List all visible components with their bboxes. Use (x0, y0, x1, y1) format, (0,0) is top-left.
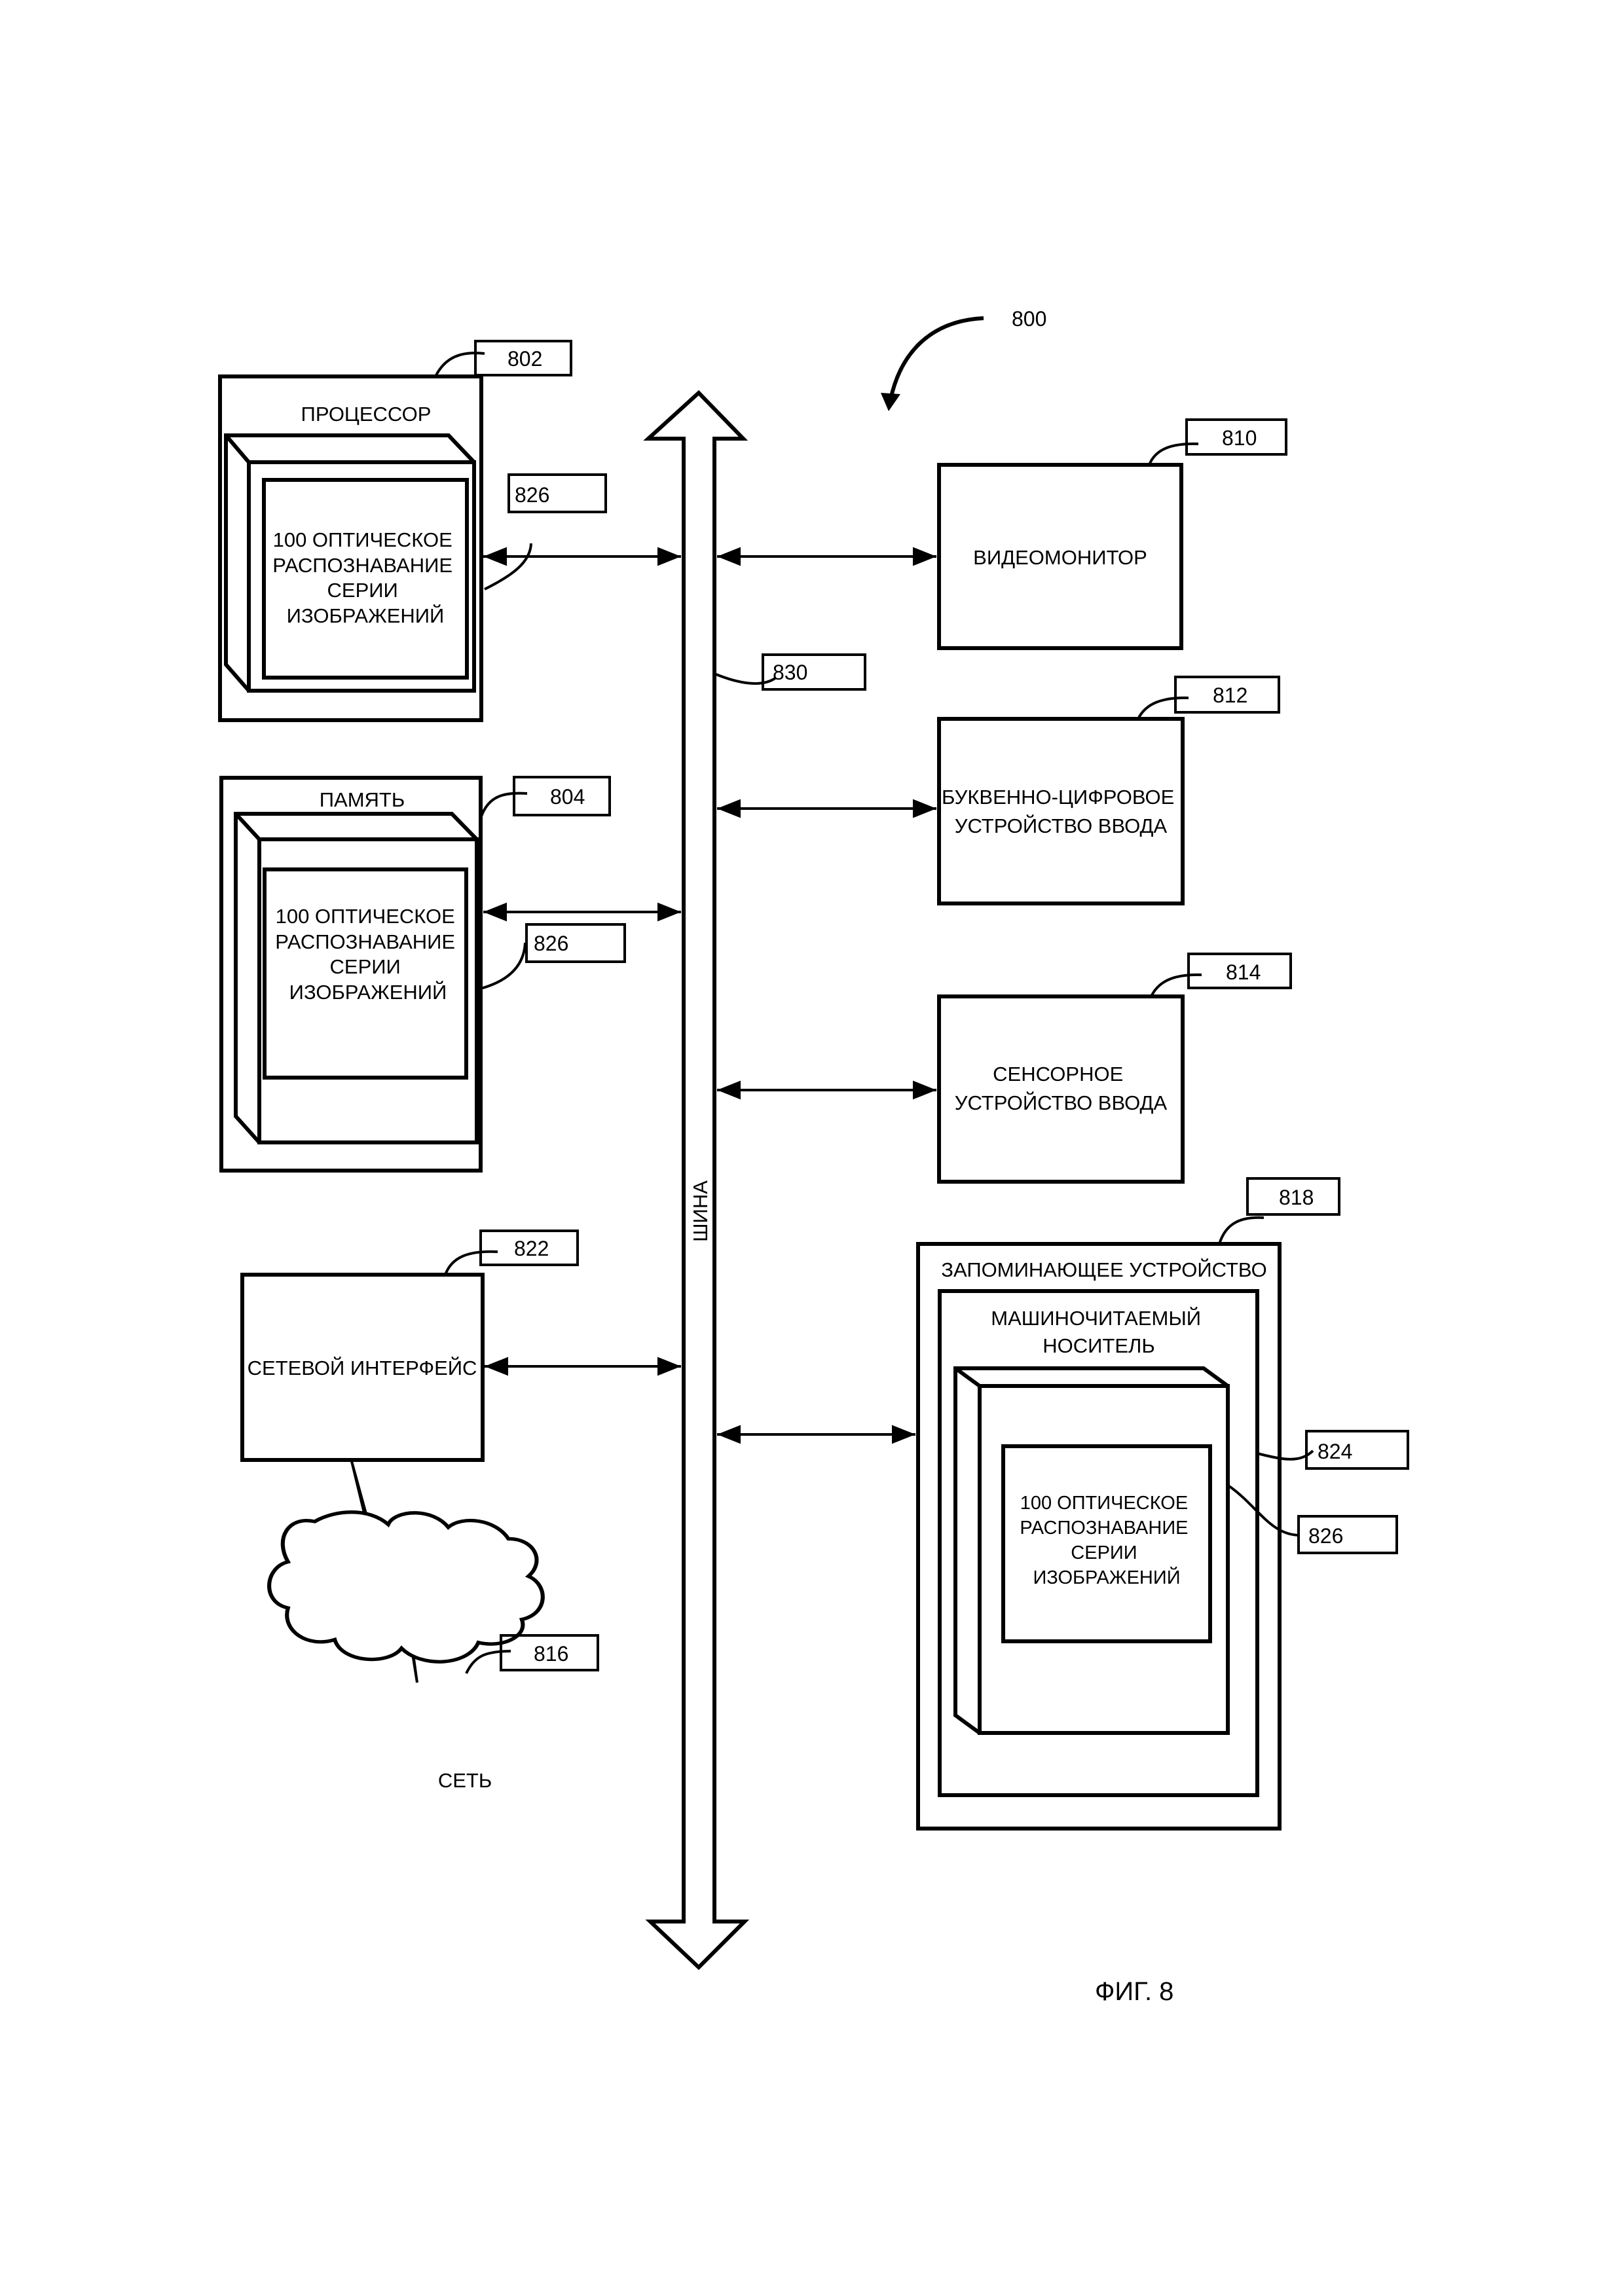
alnum-input-ref-label: 812 (1213, 683, 1247, 707)
video-monitor-ref-label: 810 (1222, 426, 1257, 450)
bus-ref-label: 830 (773, 661, 807, 684)
processor-title: ПРОЦЕССОР (301, 403, 432, 426)
memory-title: ПАМЯТЬ (320, 788, 405, 811)
memory-ref-label: 804 (550, 785, 585, 809)
network-ref-label: 816 (534, 1642, 568, 1666)
medium-ref-label: 824 (1318, 1440, 1352, 1463)
network-block: СЕТЬ 816 (269, 1512, 598, 1792)
storage-module-ref-label: 826 (1308, 1524, 1343, 1548)
touch-input-block: СЕНСОРНОЕ УСТРОЙСТВО ВВОДА 814 (717, 954, 1291, 1182)
touch-input-ref-label: 814 (1226, 960, 1261, 984)
curved-arrow-head-icon (881, 393, 900, 411)
touch-input-box (939, 996, 1183, 1182)
bus-label: ШИНА (689, 1180, 712, 1242)
network-interface-ref-label: 822 (514, 1237, 549, 1260)
alnum-input-block: БУКВЕННО-ЦИФРОВОЕ УСТРОЙСТВО ВВОДА 812 (717, 677, 1279, 903)
memory-block: ПАМЯТЬ 100 ОПТИЧЕСКОЕ РАСПОЗНАВАНИЕ СЕРИ… (221, 777, 681, 1171)
alnum-input-box (939, 719, 1183, 903)
system-ref-800: 800 (881, 307, 1046, 411)
video-monitor-block: ВИДЕОМОНИТОР 810 (717, 420, 1286, 648)
network-title: СЕТЬ (438, 1769, 492, 1792)
network-interface-block: СЕТЕВОЙ ИНТЕРФЕЙС 822 (242, 1231, 681, 1460)
storage-block: ЗАПОМИНАЮЩЕЕ УСТРОЙСТВО МАШИНОЧИТАЕМЫЙ Н… (717, 1178, 1408, 1829)
processor-module-ref-label: 826 (515, 483, 549, 507)
bus-leader-line (714, 674, 776, 683)
system-ref-label: 800 (1012, 307, 1046, 331)
memory-module-ref-label: 826 (534, 932, 568, 955)
processor-ref-label: 802 (507, 347, 542, 371)
video-monitor-title: ВИДЕОМОНИТОР (973, 546, 1147, 569)
system-bus: ШИНА 830 (648, 393, 865, 1967)
bus-double-arrow-icon (648, 393, 745, 1967)
storage-ref-label: 818 (1279, 1186, 1314, 1209)
processor-block: ПРОЦЕССОР 100 ОПТИЧЕСКОЕ РАСПОЗНАВАНИЕ С… (220, 341, 681, 720)
figure-caption: ФИГ. 8 (1095, 1977, 1173, 2006)
network-interface-title: СЕТЕВОЙ ИНТЕРФЕЙС (248, 1356, 477, 1379)
storage-title: ЗАПОМИНАЮЩЕЕ УСТРОЙСТВО (941, 1258, 1266, 1281)
